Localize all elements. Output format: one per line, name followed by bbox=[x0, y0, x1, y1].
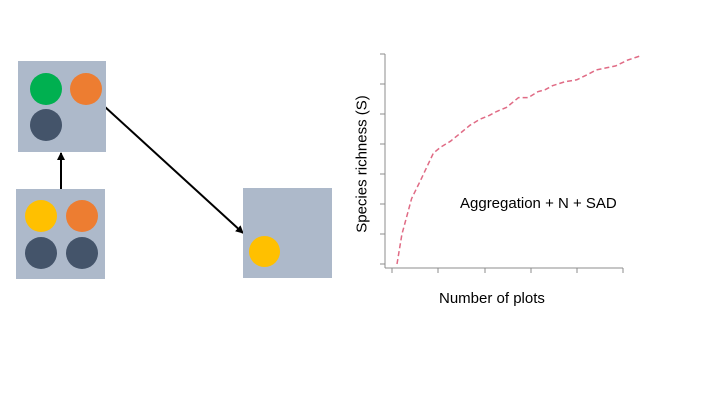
species-dot-navy bbox=[25, 237, 57, 269]
x-axis-label: Number of plots bbox=[439, 290, 545, 307]
species-dot-green bbox=[30, 73, 62, 105]
species-dot-orange bbox=[66, 200, 98, 232]
species-dot-orange bbox=[70, 73, 102, 105]
richness-curve bbox=[396, 55, 641, 265]
y-axis-label: Species richness (S) bbox=[353, 95, 371, 233]
plot-right bbox=[243, 188, 332, 278]
plot-bottom-left bbox=[16, 189, 105, 279]
species-dot-yellow bbox=[25, 200, 57, 232]
arrow-diagonal bbox=[103, 105, 244, 234]
plot-top-left bbox=[18, 61, 106, 152]
species-dot-navy bbox=[30, 109, 62, 141]
chart-annotation: Aggregation + N + SAD bbox=[460, 195, 617, 212]
species-dot-navy bbox=[66, 237, 98, 269]
species-dot-yellow bbox=[249, 236, 280, 267]
